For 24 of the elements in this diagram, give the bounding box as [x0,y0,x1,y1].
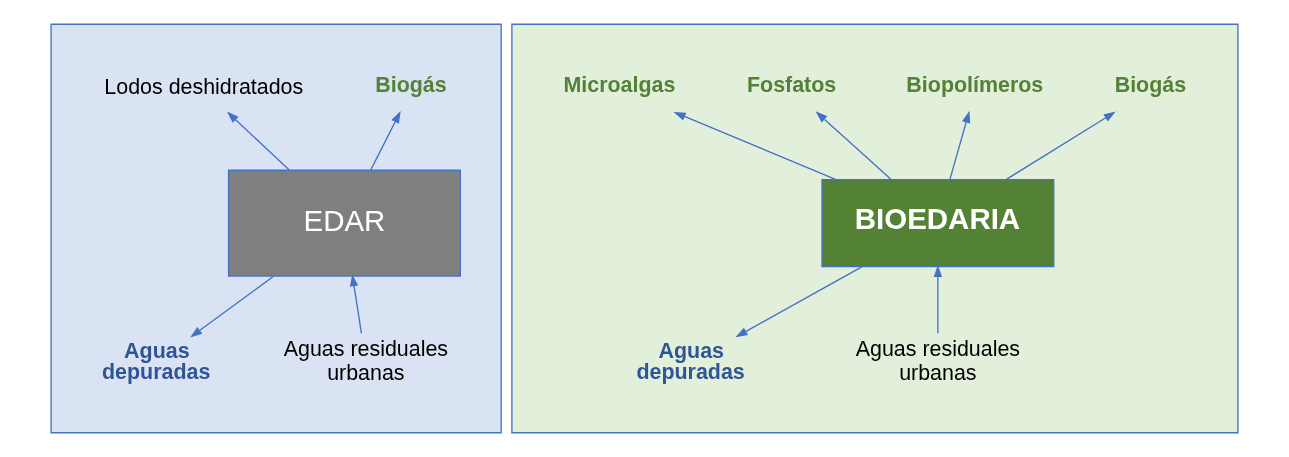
arrow [349,274,363,334]
arrow [673,111,837,181]
node-box: EDAR [227,169,461,277]
node-box: BIOEDARIA [821,178,1055,268]
node-text: Biopolímeros [906,73,1044,98]
node-text: Fosfatos [746,73,837,98]
cluster [511,23,1239,434]
arrow [815,111,892,180]
arrow [735,266,863,338]
cluster [50,23,502,434]
node-text: Lodos deshidratados [104,74,304,99]
arrow [1005,111,1116,180]
node-text: Aguas residuales urbanas [283,337,449,386]
node-text: Aguas depuradas [101,338,211,384]
node-text: Aguas depuradas [636,338,745,384]
arrow [226,111,290,171]
node-text: Biogás [1114,73,1187,98]
arrow [370,111,401,171]
node-text: Aguas residuales urbanas [855,337,1021,386]
node-text: Biogás [375,73,447,98]
node-text: Microalgas [563,73,676,98]
arrow [190,275,275,338]
arrow [933,264,943,334]
arrow [949,110,971,180]
